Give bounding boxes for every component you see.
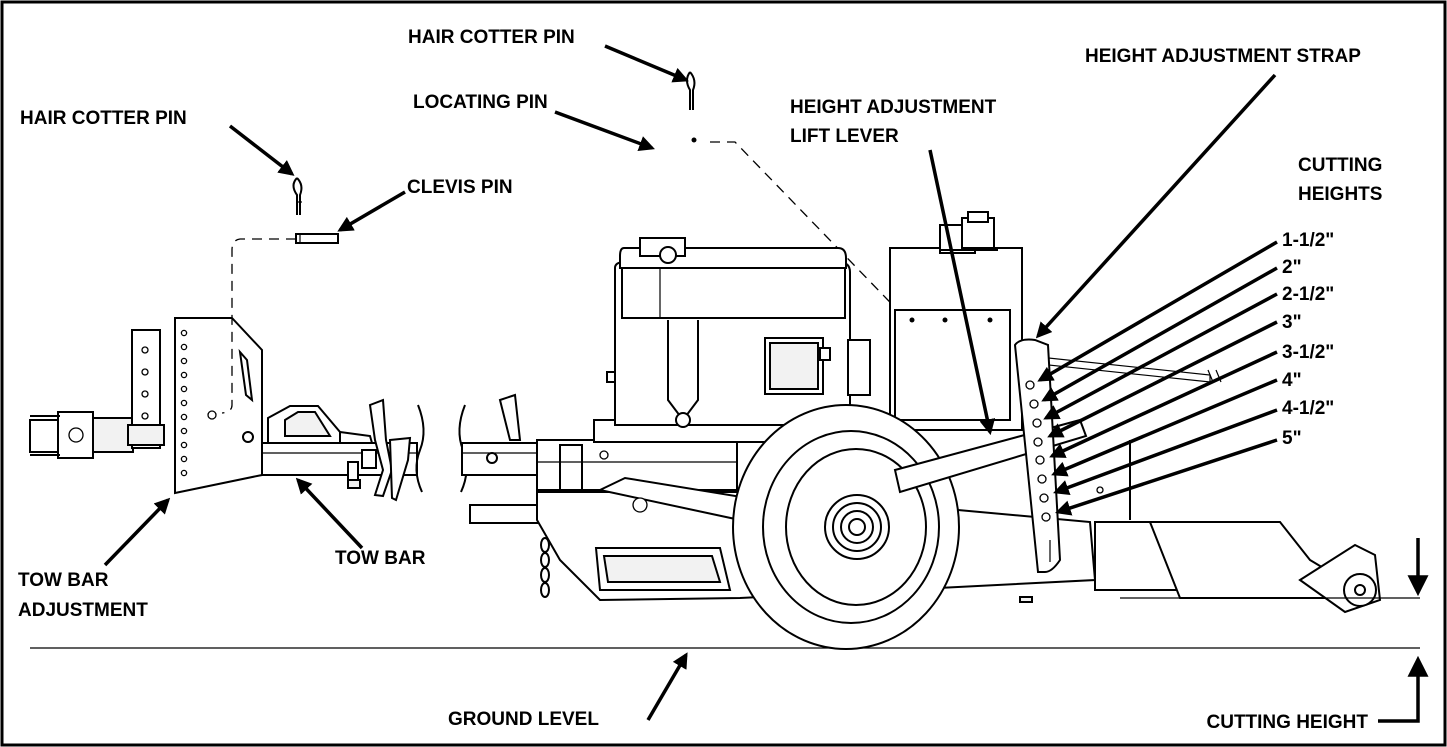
label-cutting-heights-line2: HEIGHTS — [1298, 184, 1382, 205]
cutting-height-value: 5" — [1282, 428, 1302, 449]
arrow-hair-cotter-pin-top — [604, 44, 689, 83]
arrow-tow-bar — [295, 477, 364, 550]
clevis-pin-guide — [221, 238, 296, 414]
label-height-adjustment-lift-lever-line1: HEIGHT ADJUSTMENT — [790, 97, 997, 118]
cutting-height-value: 2" — [1282, 257, 1302, 278]
label-height-adjustment-lift-lever-line2: LIFT LEVER — [790, 126, 899, 147]
cutting-height-values: 1-1/2" 2" 2-1/2" 3" 3-1/2" 4" 4-1/2" 5" — [1282, 230, 1334, 449]
arrow-hair-cotter-pin-left — [228, 124, 295, 176]
cutting-height-bottom-arrow — [1378, 655, 1429, 723]
cutting-height-value: 1-1/2" — [1282, 230, 1334, 251]
label-locating-pin: LOCATING PIN — [413, 92, 548, 113]
label-tow-bar-adjustment-line1: TOW BAR — [18, 570, 109, 591]
arrow-clevis-pin — [337, 190, 406, 232]
label-height-adjustment-strap: HEIGHT ADJUSTMENT STRAP — [1085, 46, 1361, 67]
label-hair-cotter-pin-left: HAIR COTTER PIN — [20, 108, 187, 129]
hair-cotter-pin-top-part — [686, 71, 696, 110]
label-hair-cotter-pin-top: HAIR COTTER PIN — [408, 27, 575, 48]
clevis-pin-part — [295, 233, 339, 244]
label-tow-bar-adjustment-line2: ADJUSTMENT — [18, 600, 148, 621]
arrow-tow-bar-adjustment — [103, 497, 171, 567]
arrow-height-adjustment-strap — [1035, 73, 1277, 339]
label-ground-level: GROUND LEVEL — [448, 709, 599, 730]
label-cutting-height: CUTTING HEIGHT — [1207, 712, 1369, 733]
label-clevis-pin: CLEVIS PIN — [407, 177, 513, 198]
arrow-height-adjustment-lift-lever — [928, 149, 996, 436]
cutting-height-value: 3-1/2" — [1282, 342, 1334, 363]
label-tow-bar: TOW BAR — [335, 548, 426, 569]
locating-pin-part — [655, 137, 700, 168]
arrow-locating-pin — [554, 110, 655, 151]
cutting-height-value: 4-1/2" — [1282, 398, 1334, 419]
tow-bar-assembly — [29, 317, 425, 502]
cutting-height-value: 2-1/2" — [1282, 284, 1334, 305]
engine — [593, 237, 871, 443]
cutting-height-value: 4" — [1282, 370, 1302, 391]
cutting-height-value: 3" — [1282, 312, 1302, 333]
hair-cotter-pin-left-part — [292, 177, 303, 215]
rear-housing — [889, 211, 1023, 431]
wheel — [732, 404, 960, 650]
cutting-height-arrows — [1037, 240, 1278, 516]
arrow-ground-level — [646, 652, 688, 721]
label-cutting-heights-line1: CUTTING — [1298, 155, 1382, 176]
